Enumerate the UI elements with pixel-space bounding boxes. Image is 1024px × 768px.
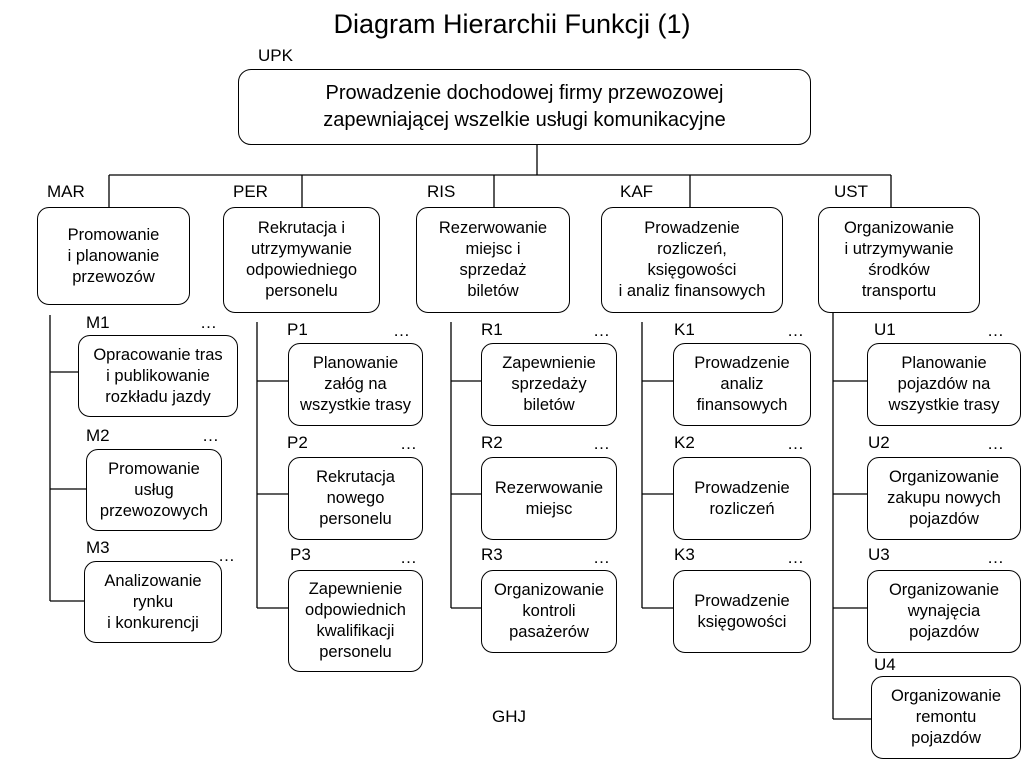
child-code-u3: U3 xyxy=(868,545,890,564)
child-box-k3: Prowadzenie księgowości xyxy=(673,570,811,653)
child-box-p3: Zapewnienie odpowiednich kwalifikacji pe… xyxy=(288,570,423,672)
child-box-m3: Analizowanie rynku i konkurencji xyxy=(84,561,222,643)
ellipsis-k3: … xyxy=(787,548,805,567)
child-box-u3: Organizowanie wynajęcia pojazdów xyxy=(867,570,1021,653)
child-code-k3: K3 xyxy=(674,545,695,564)
group-box-ris: Rezerwowanie miejsc i sprzedaż biletów xyxy=(416,207,570,313)
child-code-u1: U1 xyxy=(874,320,896,339)
ellipsis-r3: … xyxy=(593,548,611,567)
group-code-ris: RIS xyxy=(427,182,456,201)
child-box-k1: Prowadzenie analiz finansowych xyxy=(673,343,811,426)
ellipsis-u3: … xyxy=(987,548,1005,567)
child-box-r3: Organizowanie kontroli pasażerów xyxy=(481,570,617,653)
diagram-title: Diagram Hierarchii Funkcji (1) xyxy=(333,9,691,39)
child-code-m3: M3 xyxy=(86,538,110,557)
child-box-m1: Opracowanie tras i publikowanie rozkładu… xyxy=(78,335,238,417)
group-box-ust: Organizowanie i utrzymywanie środków tra… xyxy=(818,207,980,313)
child-box-p1: Planowanie załóg na wszystkie trasy xyxy=(288,343,423,426)
child-box-u4: Organizowanie remontu pojazdów xyxy=(871,676,1021,759)
child-box-k2: Prowadzenie rozliczeń xyxy=(673,457,811,540)
root-code: UPK xyxy=(258,46,293,65)
ellipsis-r1: … xyxy=(593,321,611,340)
child-box-p2: Rekrutacja nowego personelu xyxy=(288,457,423,540)
child-code-u2: U2 xyxy=(868,433,890,452)
child-code-m2: M2 xyxy=(86,426,110,445)
ellipsis-m3: … xyxy=(218,546,236,565)
child-code-r1: R1 xyxy=(481,320,503,339)
child-box-r1: Zapewnienie sprzedaży biletów xyxy=(481,343,617,426)
group-code-kaf: KAF xyxy=(620,182,654,201)
child-box-u1: Planowanie pojazdów na wszystkie trasy xyxy=(867,343,1021,426)
root-function-box: Prowadzenie dochodowej firmy przewozowej… xyxy=(238,69,811,145)
footer-label: GHJ xyxy=(492,707,526,726)
ellipsis-p2: … xyxy=(400,434,418,453)
ellipsis-m1: … xyxy=(200,313,218,332)
group-box-per: Rekrutacja i utrzymywanie odpowiedniego … xyxy=(223,207,380,313)
ellipsis-p1: … xyxy=(393,321,411,340)
child-code-m1: M1 xyxy=(86,313,110,332)
child-code-p3: P3 xyxy=(290,545,311,564)
child-code-k2: K2 xyxy=(674,433,695,452)
child-box-r2: Rezerwowanie miejsc xyxy=(481,457,617,540)
child-code-u4: U4 xyxy=(874,655,896,674)
group-code-per: PER xyxy=(233,182,268,201)
child-code-r2: R2 xyxy=(481,433,503,452)
group-box-kaf: Prowadzenie rozliczeń, księgowości i ana… xyxy=(601,207,783,313)
child-box-u2: Organizowanie zakupu nowych pojazdów xyxy=(867,457,1021,540)
ellipsis-u1: … xyxy=(987,321,1005,340)
ellipsis-m2: … xyxy=(202,426,220,445)
child-box-m2: Promowanie usług przewozowych xyxy=(86,449,222,531)
ellipsis-k1: … xyxy=(787,321,805,340)
child-code-k1: K1 xyxy=(674,320,695,339)
group-code-ust: UST xyxy=(834,182,868,201)
ellipsis-r2: … xyxy=(593,434,611,453)
ellipsis-u2: … xyxy=(987,434,1005,453)
child-code-r3: R3 xyxy=(481,545,503,564)
group-code-mar: MAR xyxy=(47,182,85,201)
ellipsis-k2: … xyxy=(787,434,805,453)
child-code-p1: P1 xyxy=(287,320,308,339)
ellipsis-p3: … xyxy=(400,548,418,567)
child-code-p2: P2 xyxy=(287,433,308,452)
group-box-mar: Promowanie i planowanie przewozów xyxy=(37,207,190,305)
